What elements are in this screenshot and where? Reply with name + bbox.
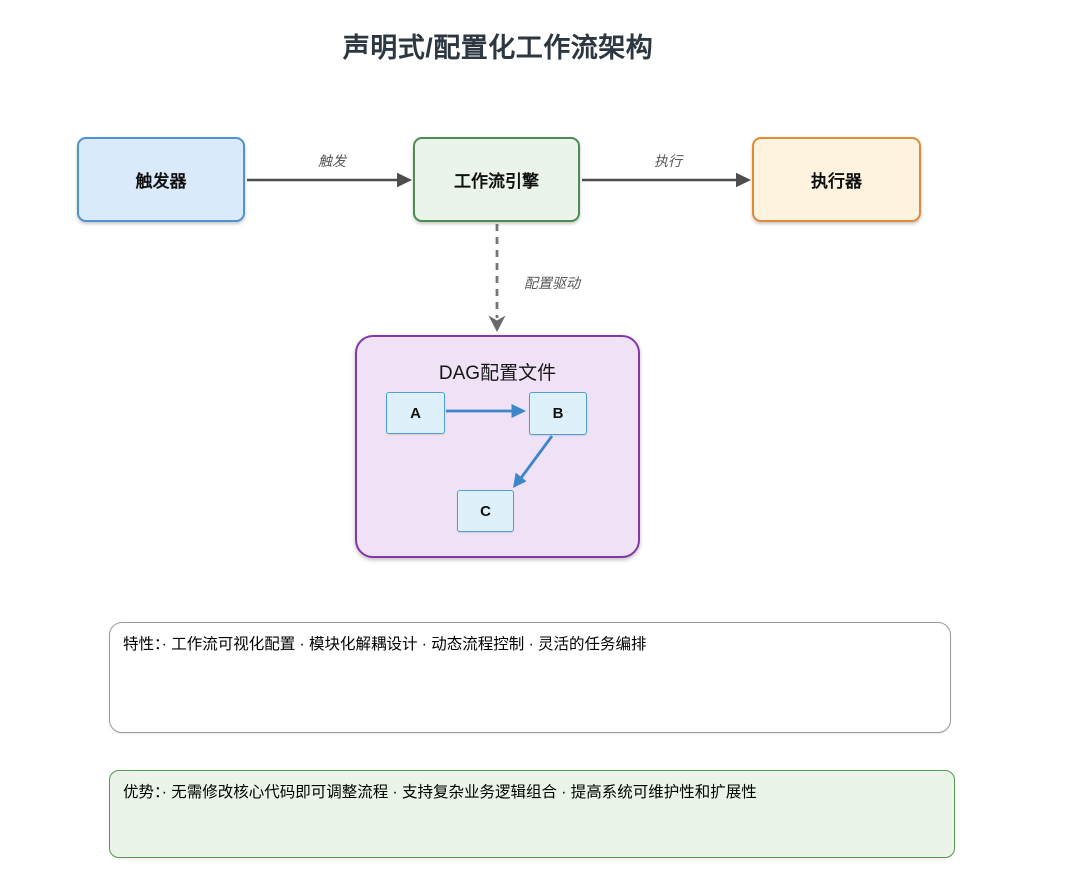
dag-node-c-label: C <box>480 502 491 520</box>
dag-node-a: A <box>386 392 445 434</box>
dag-config-title: DAG配置文件 <box>438 363 557 384</box>
diagram-title: 声明式/配置化工作流架构 <box>342 33 654 63</box>
edge-label-config-driven: 配置驱动 <box>524 275 580 291</box>
dag-node-b: B <box>529 392 587 435</box>
node-trigger: 触发器 <box>77 137 245 222</box>
arrow-trigger-to-engine <box>247 172 412 188</box>
arrow-engine-to-dag-dashed <box>488 224 506 332</box>
node-executor: 执行器 <box>752 137 921 222</box>
dag-node-b-label: B <box>552 405 564 422</box>
node-executor-label: 执行器 <box>811 172 862 191</box>
dag-node-a-label: A <box>410 404 421 422</box>
features-text: 特性：· 工作流可视化配置 · 模块化解耦设计 · 动态流程控制 · 灵活的任务… <box>123 636 647 653</box>
edge-label-execute: 执行 <box>654 153 682 169</box>
dag-config-container: DAG配置文件 A B C <box>355 335 640 558</box>
edge-label-trigger: 触发 <box>318 153 346 169</box>
node-trigger-label: 触发器 <box>135 172 187 191</box>
features-box: 特性：· 工作流可视化配置 · 模块化解耦设计 · 动态流程控制 · 灵活的任务… <box>109 622 951 733</box>
dag-node-c: C <box>457 490 514 532</box>
advantages-box: 优势：· 无需修改核心代码即可调整流程 · 支持复杂业务逻辑组合 · 提高系统可… <box>109 770 955 858</box>
node-workflow-engine-label: 工作流引擎 <box>454 172 539 191</box>
node-workflow-engine: 工作流引擎 <box>413 137 580 222</box>
arrow-engine-to-executor <box>582 172 751 188</box>
advantages-text: 优势：· 无需修改核心代码即可调整流程 · 支持复杂业务逻辑组合 · 提高系统可… <box>123 784 757 801</box>
